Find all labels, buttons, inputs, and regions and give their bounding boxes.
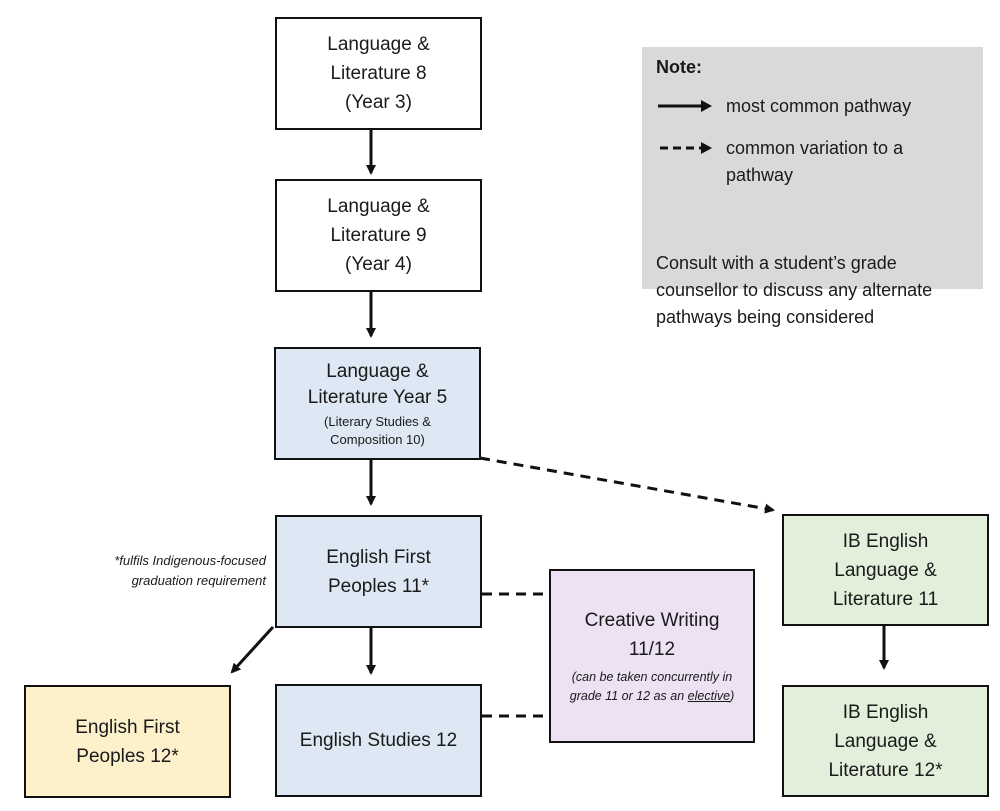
course-box-ll8: Language & Literature 8 (Year 3) xyxy=(275,17,482,130)
legend-panel: Note: most common pathway common variati… xyxy=(642,47,983,327)
course-title: Language & Literature Year 5 xyxy=(307,360,448,408)
course-title: English First Peoples 12* xyxy=(75,716,180,767)
course-title: English First Peoples 11* xyxy=(326,546,431,597)
legend-consult-text: Consult with a student’s grade counsello… xyxy=(656,253,933,327)
course-box-ib11: IB English Language & Literature 11 xyxy=(782,514,989,626)
course-box-es12: English Studies 12 xyxy=(275,684,482,797)
course-box-ll9: Language & Literature 9 (Year 4) xyxy=(275,179,482,292)
course-title: IB English Language & Literature 12* xyxy=(828,701,943,781)
course-box-efp12: English First Peoples 12* xyxy=(24,685,231,798)
course-title: Language & Literature 9 (Year 4) xyxy=(327,196,430,275)
course-title: IB English Language & Literature 11 xyxy=(832,530,939,610)
note-text-end: ) xyxy=(730,689,735,703)
note-text: (can be taken concurrently in grade 11 o… xyxy=(569,670,733,703)
course-subtitle: (Literary Studies & Composition 10) xyxy=(324,413,431,447)
solid-arrow-icon xyxy=(658,100,712,112)
legend-solid-label: most common pathway xyxy=(726,96,912,116)
course-box-ib12: IB English Language & Literature 12* xyxy=(782,685,989,797)
dashed-arrow-icon xyxy=(660,142,712,154)
course-title: Language & Literature 8 (Year 3) xyxy=(327,34,430,113)
note-underlined-word: elective xyxy=(687,689,731,703)
footnote: *fulfils Indigenous-focused graduation r… xyxy=(114,553,266,588)
course-box-ll5: Language & Literature Year 5 (Literary S… xyxy=(274,347,481,460)
dashed-arrow-ll5-to-ib11 xyxy=(479,456,775,514)
arrow-efp11-to-efp12 xyxy=(230,625,275,674)
course-box-creative-writing: Creative Writing 11/12 (can be taken con… xyxy=(549,569,755,743)
course-title: Creative Writing 11/12 xyxy=(584,610,720,660)
legend-dashed-label: common variation to a pathway xyxy=(726,138,904,185)
legend-title: Note: xyxy=(656,57,702,77)
course-box-efp11: English First Peoples 11* xyxy=(275,515,482,628)
course-note: (can be taken concurrently in grade 11 o… xyxy=(563,668,741,706)
course-title: English Studies 12 xyxy=(299,730,458,751)
